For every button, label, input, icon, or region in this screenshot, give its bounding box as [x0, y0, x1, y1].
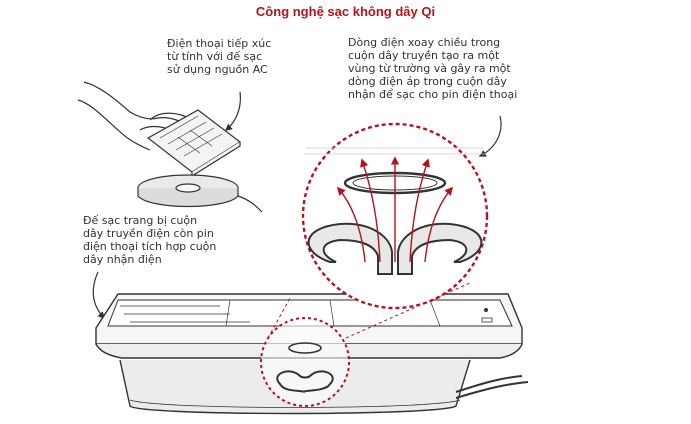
caption-pad-coils: Đế sạc trang bị cuộn dây truyền điện còn… — [83, 214, 217, 266]
small-charging-pad — [137, 174, 263, 213]
magnified-view — [301, 122, 489, 310]
arrow-to-small-phone — [224, 91, 241, 131]
zoom-circle — [260, 317, 350, 407]
small-phone — [146, 109, 242, 178]
magnetic-field-arrows — [336, 156, 454, 263]
arrow-to-pad — [92, 271, 105, 320]
diagram-title: Công nghệ sạc không dây Qi — [255, 4, 436, 19]
arrow-to-magnifier — [478, 115, 502, 157]
caption-alternating-current: Dòng điện xoay chiều trong cuộn dây truy… — [348, 36, 518, 101]
caption-phone-contact: Điện thoại tiếp xúc từ tính với đế sạc s… — [167, 37, 272, 76]
transmitter-coil — [307, 222, 393, 275]
